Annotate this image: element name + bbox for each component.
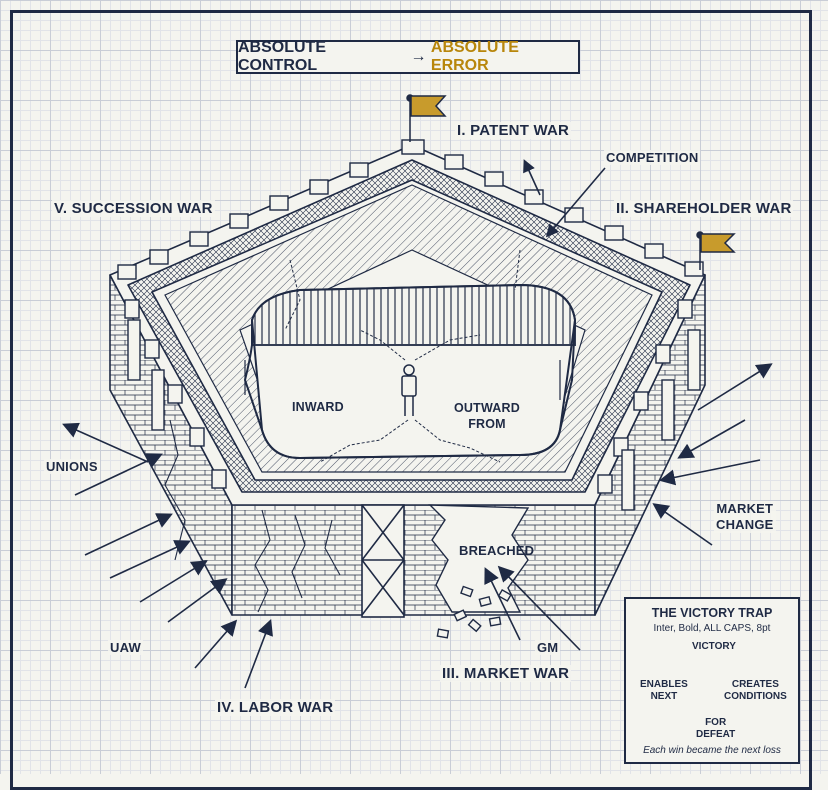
fortress-illustration [62,94,773,728]
trap-enables-line1: ENABLES [640,679,688,690]
title-right: ABSOLUTE ERROR [430,39,519,74]
label-gm: GM [535,640,561,655]
label-breached: BREACHED [459,543,535,558]
trap-enables-line2: NEXT [650,691,678,702]
floor-cracks [284,249,521,463]
trap-title: THE VICTORY TRAP [651,606,773,620]
wall-cracks [164,419,341,613]
trap-node-enables: ENABLES NEXT [640,679,688,703]
label-succession-war: V. SUCCESSION WAR [52,200,215,217]
title-banner: ABSOLUTE CONTROL → ABSOLUTE ERROR [236,39,580,74]
label-uaw: UAW [108,640,143,655]
label-change: CHANGE [716,517,774,532]
flag-icon [696,231,736,270]
label-outward: OUTWARD [454,401,520,415]
trap-creates-line2: CONDITIONS [724,691,787,702]
breach [428,504,530,639]
wall-windows [127,319,701,511]
label-patent-war: I. PATENT WAR [455,122,572,139]
gate [361,504,405,618]
trap-node-for-defeat: FOR DEFEAT [696,717,735,741]
label-market: MARKET [716,501,774,516]
trap-node-creates: CREATES CONDITIONS [724,679,787,703]
label-inward: INWARD [292,400,344,414]
victory-trap-panel: THE VICTORY TRAP Inter, Bold, ALL CAPS, … [624,597,800,764]
label-competition: COMPETITION [604,150,701,165]
label-market-war: III. MARKET WAR [440,665,572,682]
trap-creates-line1: CREATES [731,679,779,690]
trap-footer: Each win became the next loss [643,745,781,756]
title-left: ABSOLUTE CONTROL [238,39,326,74]
label-labor-war: IV. LABOR WAR [215,699,336,716]
battlements [117,139,704,494]
trap-for-line1: FOR [705,717,727,728]
flag-icon [406,94,447,142]
pointer-arrows [62,159,773,689]
label-shareholder-war: II. SHAREHOLDER WAR [614,200,794,217]
label-market-change: MARKET CHANGE [714,501,776,533]
trap-subtitle: Inter, Bold, ALL CAPS, 8pt [653,623,771,634]
title-arrow: → [410,48,427,65]
label-outward-from: OUTWARD FROM [452,400,522,432]
label-unions: UNIONS [44,459,100,474]
trap-node-victory: VICTORY [692,641,736,652]
trap-for-line2: DEFEAT [696,729,736,740]
label-from: FROM [468,417,506,431]
figure-icon [401,364,417,416]
